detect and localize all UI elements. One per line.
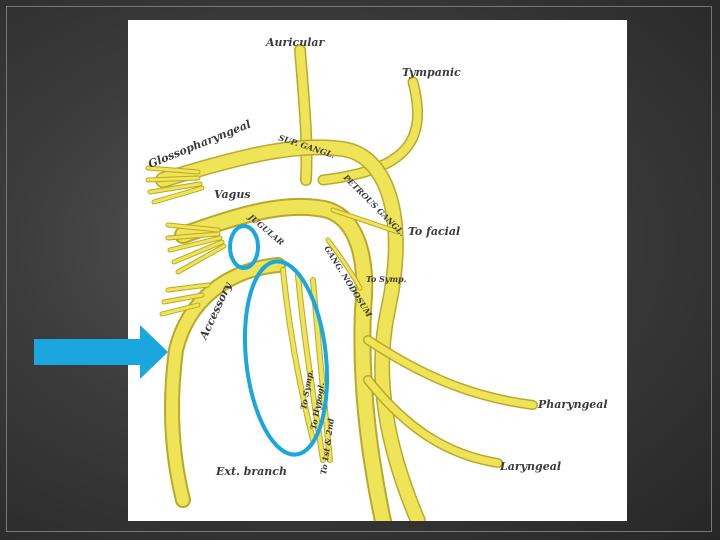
label-auricular: Auricular [265, 36, 326, 49]
label-ext-branch: Ext. branch [215, 465, 287, 478]
label-to-symp-upper: To Symp. [366, 274, 407, 284]
label-to-facial: To facial [408, 225, 460, 238]
pointer-arrow-icon [34, 325, 168, 379]
label-laryngeal: Laryngeal [499, 460, 561, 473]
nerve-illustration: Auricular Tympanic Glossopharyngeal SUP.… [145, 36, 608, 521]
nerve-diagram: Auricular Tympanic Glossopharyngeal SUP.… [128, 20, 627, 521]
label-vagus: Vagus [214, 188, 251, 201]
label-pharyngeal: Pharyngeal [537, 398, 608, 411]
slide-frame [6, 6, 712, 532]
highlight-small-circle [228, 224, 260, 270]
label-tympanic: Tympanic [402, 66, 461, 79]
nerve-paths [145, 44, 538, 521]
highlight-large-ellipse [242, 259, 330, 457]
